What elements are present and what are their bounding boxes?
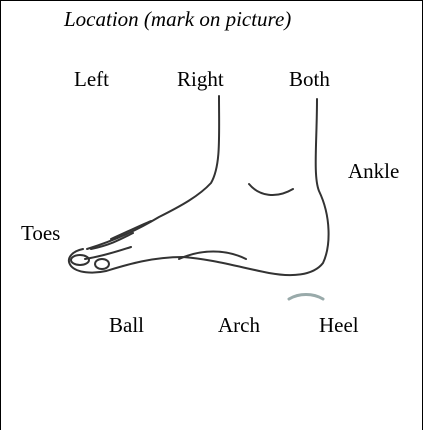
region-arch[interactable]: Arch — [218, 315, 260, 336]
region-ankle[interactable]: Ankle — [348, 161, 399, 182]
region-toes[interactable]: Toes — [21, 223, 60, 244]
region-heel[interactable]: Heel — [319, 315, 359, 336]
region-ball[interactable]: Ball — [109, 315, 144, 336]
